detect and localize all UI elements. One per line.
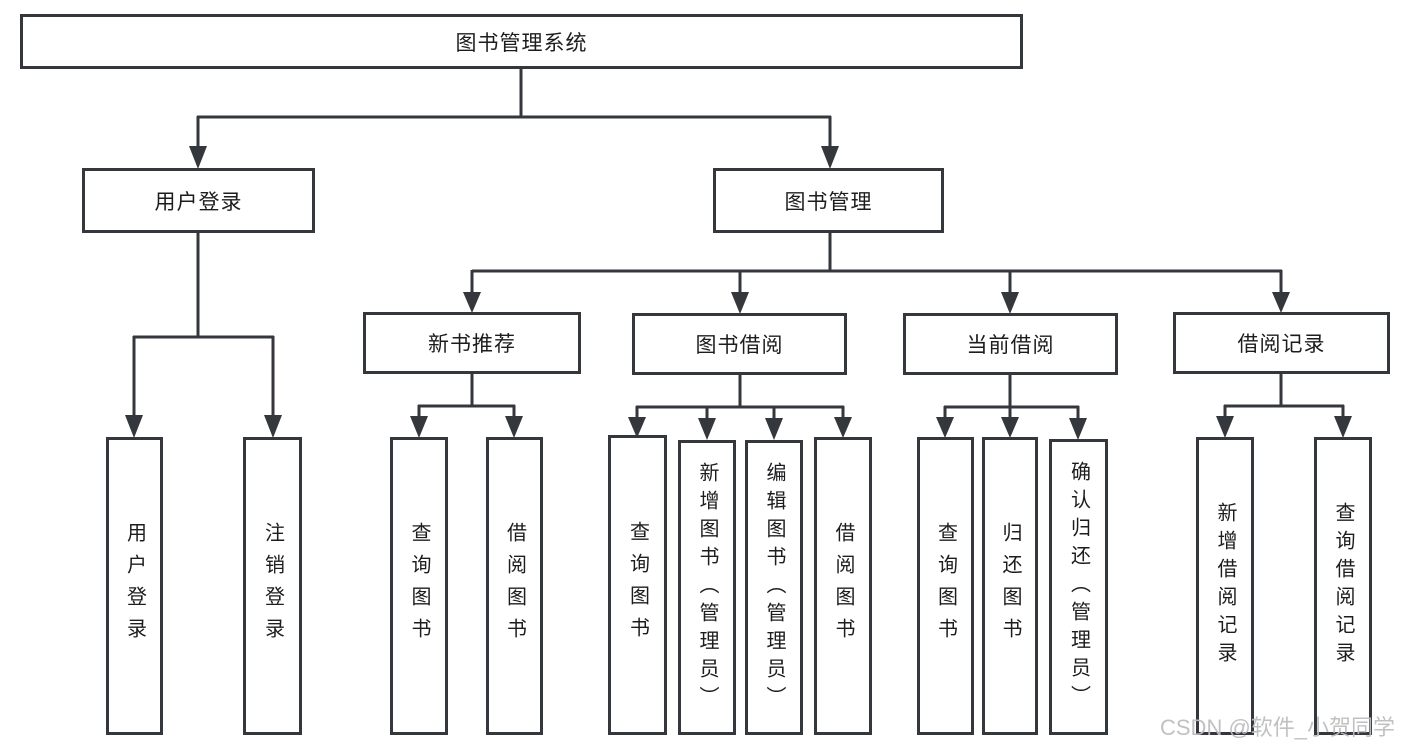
node-borrow-record-label: 借阅记录 (1237, 333, 1326, 356)
leaf-edit-book-admin-label: 编辑图书（管理员） (763, 461, 785, 714)
csdn-watermark: CSDN @软件_小贺同学 (1160, 715, 1396, 740)
node-user-login-label: 用户登录 (154, 190, 243, 214)
leaf-logout-label: 注销登录 (261, 522, 284, 650)
node-current-borrow-label: 当前借阅 (966, 334, 1055, 357)
leaf-borrow-query-book: 查询图书 (608, 435, 667, 735)
leaf-confirm-return-admin: 确认归还（管理员） (1049, 439, 1108, 735)
leaf-query-borrow-record: 查询借阅记录 (1314, 437, 1372, 735)
node-borrow-record: 借阅记录 (1173, 312, 1390, 374)
leaf-return-book: 归还图书 (982, 437, 1038, 735)
leaf-confirm-return-admin-label: 确认归还（管理员） (1067, 461, 1090, 713)
node-book-management: 图书管理 (713, 168, 944, 233)
node-book-borrow: 图书借阅 (632, 313, 847, 375)
node-user-login: 用户登录 (82, 168, 315, 233)
leaf-current-query-book: 查询图书 (917, 437, 974, 735)
node-book-management-label: 图书管理 (784, 190, 873, 214)
connector-book-management-to-level3 (463, 233, 1290, 314)
leaf-recommend-query-book: 查询图书 (390, 437, 448, 735)
leaf-recommend-borrow-book-label: 借阅图书 (503, 522, 526, 650)
leaf-return-book-label: 归还图书 (999, 522, 1021, 650)
leaf-add-borrow-record: 新增借阅记录 (1196, 437, 1254, 735)
leaf-borrow-book-label: 借阅图书 (832, 522, 854, 650)
leaf-edit-book-admin: 编辑图书（管理员） (745, 440, 803, 735)
leaf-recommend-borrow-book: 借阅图书 (486, 437, 543, 735)
node-new-book-recommend-label: 新书推荐 (428, 333, 516, 356)
connector-user-login-to-leaves (125, 232, 282, 438)
node-root-label: 图书管理系统 (455, 31, 588, 55)
node-current-borrow: 当前借阅 (903, 313, 1118, 375)
connector-borrow-record-to-leaves (1216, 374, 1352, 438)
connector-current-borrow-to-leaves (936, 375, 1087, 440)
leaf-user-login-label: 用户登录 (123, 522, 146, 650)
connector-root-to-level2 (189, 68, 839, 169)
leaf-user-login: 用户登录 (106, 437, 163, 735)
node-book-borrow-label: 图书借阅 (695, 334, 784, 357)
node-new-book-recommend: 新书推荐 (363, 312, 581, 374)
leaf-current-query-book-label: 查询图书 (934, 522, 957, 650)
leaf-add-book-admin-label: 新增图书（管理员） (696, 461, 718, 714)
leaf-recommend-query-book-label: 查询图书 (408, 522, 430, 650)
leaf-borrow-book: 借阅图书 (814, 437, 872, 735)
leaf-logout: 注销登录 (243, 437, 302, 735)
leaf-borrow-query-book-label: 查询图书 (626, 521, 649, 649)
leaf-add-borrow-record-label: 新增借阅记录 (1214, 502, 1236, 670)
leaf-add-book-admin: 新增图书（管理员） (678, 440, 736, 735)
connector-new-book-recommend-to-leaves (410, 374, 523, 438)
node-root: 图书管理系统 (20, 14, 1023, 69)
connector-book-borrow-to-leaves (628, 375, 852, 440)
leaf-query-borrow-record-label: 查询借阅记录 (1332, 502, 1354, 670)
